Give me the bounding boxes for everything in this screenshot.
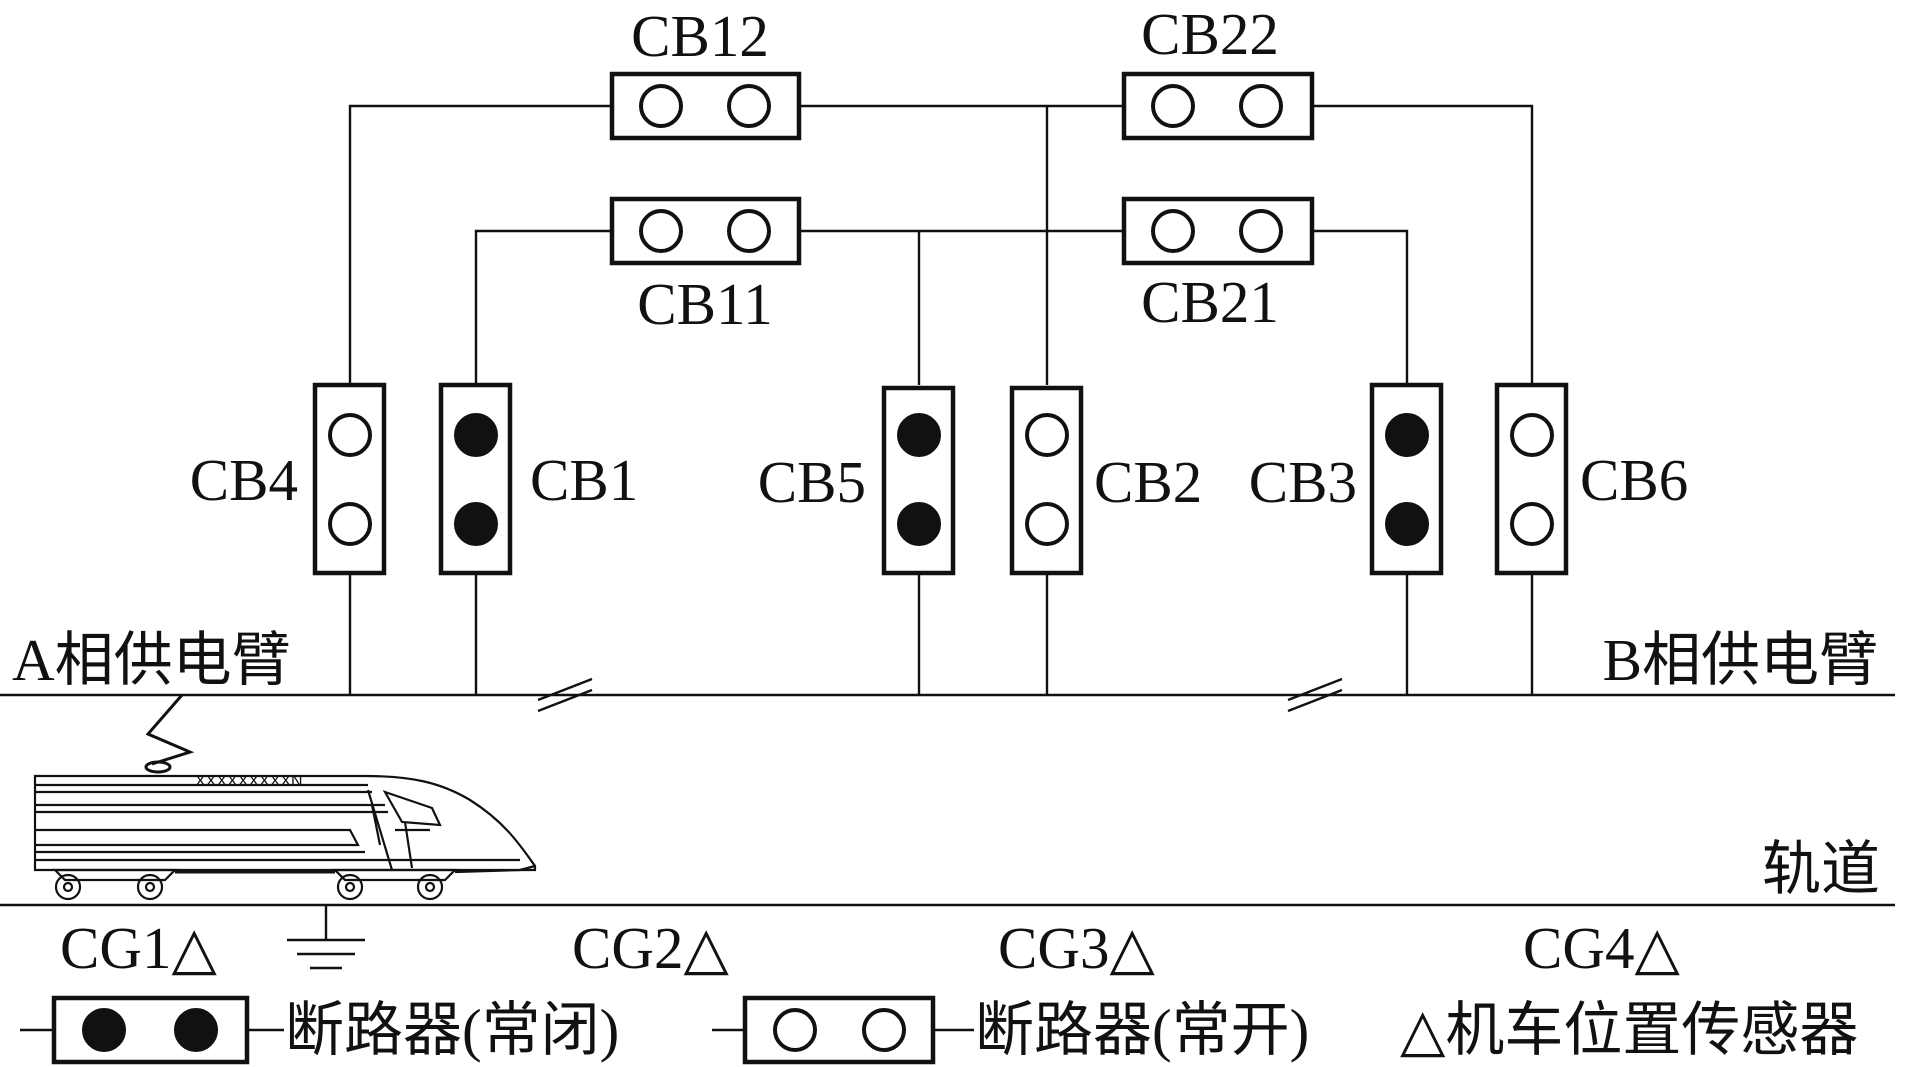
cb2-contact-1 — [1025, 413, 1069, 457]
label-cb21: CB21 — [1141, 269, 1279, 335]
cb4-contact-2 — [328, 502, 372, 546]
section-insulator-left — [537, 677, 593, 713]
cb12-contact-1 — [639, 84, 683, 128]
breaker-cb1 — [438, 382, 513, 576]
breaker-cb4 — [312, 382, 387, 576]
label-cb2: CB2 — [1094, 449, 1202, 515]
breaker-cb2 — [1009, 385, 1084, 576]
cb4-contact-1 — [328, 413, 372, 457]
train-roof-marking: XXXXXXXXXN — [195, 773, 303, 790]
label-cb5: CB5 — [758, 449, 866, 515]
label-cb12: CB12 — [631, 3, 769, 69]
section-insulator-right — [1287, 677, 1343, 713]
wire-cb21-cb3 — [1312, 229, 1409, 385]
cb3-contact-1 — [1385, 413, 1429, 457]
cb11-contact-1 — [639, 209, 683, 253]
label-cb1: CB1 — [530, 447, 638, 513]
rear-bogie — [332, 868, 458, 901]
sensor-cg2: CG2△ — [572, 915, 729, 981]
label-cb3: CB3 — [1249, 449, 1357, 515]
breaker-cb5 — [881, 385, 956, 576]
legend-closed-breaker-symbol — [20, 995, 284, 1065]
cb5-contact-1 — [897, 413, 941, 457]
legend-sensor-label: △机车位置传感器 — [1400, 997, 1858, 1063]
label-cb6: CB6 — [1580, 447, 1688, 513]
cb22-contact-2 — [1239, 84, 1283, 128]
cb5-contact-2 — [897, 502, 941, 546]
cb1-contact-2 — [454, 502, 498, 546]
wire-cb1-cb11 — [474, 229, 612, 385]
ground-icon — [287, 905, 365, 970]
cb3-contact-2 — [1385, 502, 1429, 546]
label-cb22: CB22 — [1141, 1, 1279, 67]
sensor-cg1: CG1△ — [60, 915, 217, 981]
cb11-contact-2 — [727, 209, 771, 253]
legend-open-breaker-symbol — [712, 995, 974, 1065]
sensor-cg3: CG3△ — [998, 915, 1155, 981]
label-track: 轨道 — [1762, 836, 1880, 902]
cb1-contact-1 — [454, 413, 498, 457]
label-cb11: CB11 — [637, 271, 773, 337]
cb22-contact-1 — [1151, 84, 1195, 128]
label-b-phase-feeder: B相供电臂 — [1603, 627, 1878, 693]
breaker-cb12 — [609, 71, 802, 141]
cb6-contact-2 — [1510, 502, 1554, 546]
train-icon: XXXXXXXXXN — [33, 694, 537, 901]
sensor-cg4: CG4△ — [1523, 915, 1680, 981]
breaker-cb21 — [1121, 196, 1315, 266]
legend-closed-breaker-label: 断路器(常闭) — [285, 997, 619, 1063]
cb21-contact-1 — [1151, 209, 1195, 253]
legend-open-breaker-label: 断路器(常开) — [975, 997, 1309, 1063]
breaker-cb11 — [609, 196, 802, 266]
breaker-cb6 — [1494, 382, 1569, 576]
legend: 断路器(常闭) 断路器(常开) △机车位置传感器 — [20, 995, 1858, 1065]
cb6-contact-1 — [1510, 413, 1554, 457]
front-bogie — [52, 868, 178, 901]
cb2-contact-2 — [1025, 502, 1069, 546]
wiring — [0, 104, 1895, 907]
wire-cb22-cb6 — [1312, 104, 1534, 385]
pantograph-icon — [144, 694, 195, 774]
wire-cb4-cb12 — [348, 104, 612, 385]
label-a-phase-feeder: A相供电臂 — [12, 627, 291, 693]
label-cb4: CB4 — [190, 447, 298, 513]
breaker-cb3 — [1369, 382, 1444, 576]
cb21-contact-2 — [1239, 209, 1283, 253]
cb12-contact-2 — [727, 84, 771, 128]
breaker-cb22 — [1121, 71, 1315, 141]
